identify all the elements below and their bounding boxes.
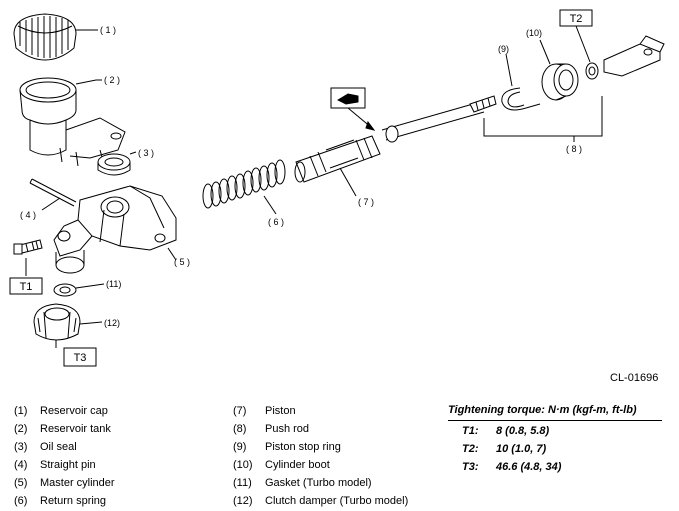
legend-item: (4)Straight pin (14, 459, 96, 471)
callout-6: ( 6 ) (268, 217, 284, 227)
torque-row: T1:8 (0.8, 5.8) (462, 425, 550, 437)
t1-bolt (13, 239, 43, 255)
legend-item: (12)Clutch damper (Turbo model) (233, 495, 409, 507)
grease-hand-icon (330, 87, 376, 131)
svg-text:T2: T2 (570, 13, 583, 25)
svg-text:T3: T3 (74, 352, 87, 364)
callout-9: (9) (498, 44, 509, 54)
callout-5: ( 5 ) (174, 257, 190, 267)
piston-stop-ring (501, 87, 541, 111)
straight-pin (29, 178, 77, 207)
reservoir-cap (13, 13, 77, 61)
figure-code: CL-01696 (610, 372, 659, 384)
svg-text:T1: T1 (20, 281, 33, 293)
legend-item: (8)Push rod (233, 423, 310, 435)
legend-item: (2)Reservoir tank (14, 423, 111, 435)
torque-table: Tightening torque: N·m (kgf-m, ft-lb) T1… (448, 401, 662, 476)
master-cylinder (53, 185, 177, 274)
legend-item: (7)Piston (233, 405, 296, 417)
reservoir-tank (19, 77, 126, 167)
piston (294, 135, 381, 183)
torque-title: Tightening torque: N·m (kgf-m, ft-lb) (448, 401, 662, 421)
callout-12: (12) (104, 318, 120, 328)
callout-1: ( 1 ) (100, 25, 116, 35)
legend-item: (1)Reservoir cap (14, 405, 108, 417)
gasket (53, 283, 77, 297)
callout-4: ( 4 ) (20, 210, 36, 220)
callout-3: ( 3 ) (138, 148, 154, 158)
legend-item: (11)Gasket (Turbo model) (233, 477, 372, 489)
cylinder-boot (541, 63, 579, 101)
clevis (603, 35, 665, 77)
torque-row: T3:46.6 (4.8, 34) (462, 461, 562, 473)
legend-item: (5)Master cylinder (14, 477, 115, 489)
t3-box: T3 (63, 347, 97, 367)
t2-nut (585, 62, 599, 80)
callout-11: (11) (106, 279, 121, 289)
legend-item: (10)Cylinder boot (233, 459, 330, 471)
exploded-view-diagram: T1 T2 T3 ( 1 ) ( 2 ) ( 3 ) ( 4 ) ( 5 ) (… (9, 9, 665, 367)
callout-7: ( 7 ) (358, 197, 374, 207)
oil-seal (97, 153, 131, 176)
callout-2: ( 2 ) (104, 75, 120, 85)
t2-box: T2 (559, 9, 593, 27)
legend-item: (6)Return spring (14, 495, 107, 507)
callout-10: (10) (526, 28, 542, 38)
return-spring (202, 159, 286, 209)
torque-row: T2:10 (1.0, 7) (462, 443, 547, 455)
legend-left: (1)Reservoir cap (2)Reservoir tank (3)Oi… (14, 402, 115, 510)
push-rod (381, 95, 497, 143)
legend-right: (7)Piston (8)Push rod (9)Piston stop rin… (233, 402, 408, 510)
callout-8: ( 8 ) (566, 144, 582, 154)
clutch-damper (33, 303, 81, 341)
legend-item: (3)Oil seal (14, 441, 77, 453)
t1-box: T1 (9, 277, 43, 295)
legend-item: (9)Piston stop ring (233, 441, 341, 453)
